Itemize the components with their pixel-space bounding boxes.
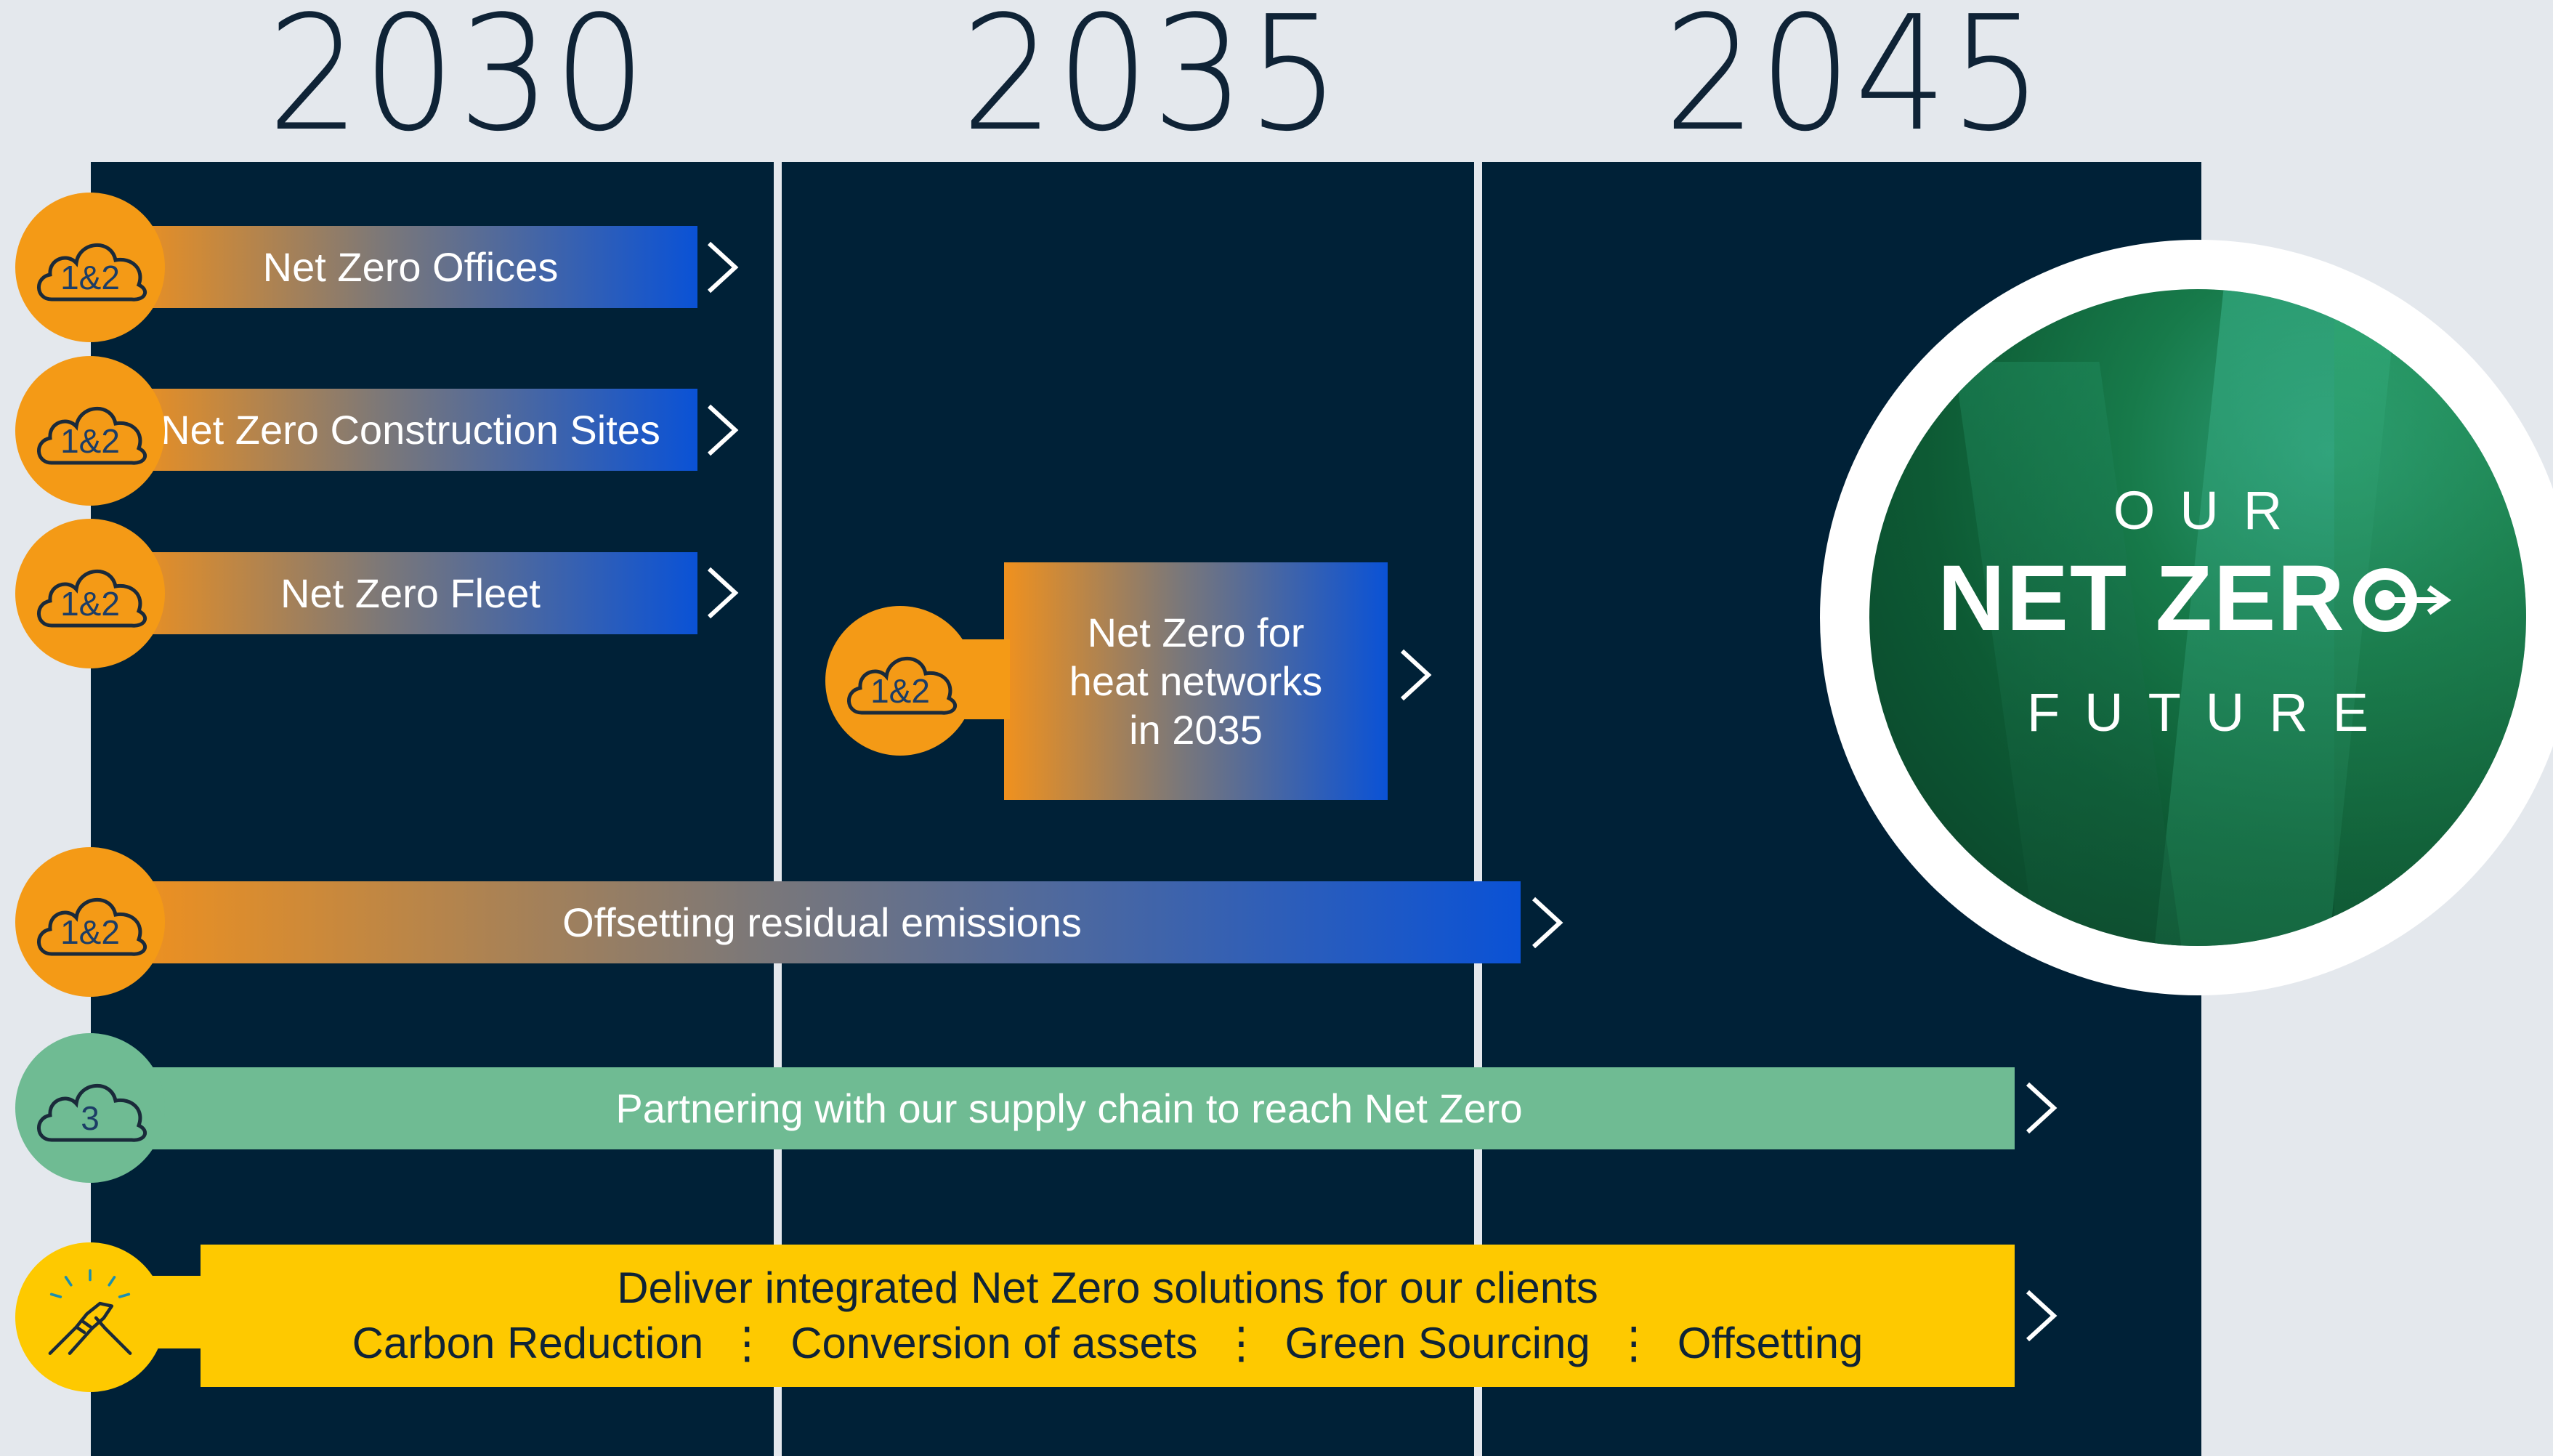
dotted-separator: ⋮ xyxy=(1611,1319,1656,1367)
badge-text: 1&2 xyxy=(60,913,120,951)
dotted-separator: ⋮ xyxy=(725,1319,769,1367)
clients-title: Deliver integrated Net Zero solutions fo… xyxy=(617,1263,1598,1312)
scope-badge: 1&2 xyxy=(15,847,165,997)
chevron-right-icon xyxy=(703,239,741,296)
year-2045: 2045 xyxy=(1664,0,2046,166)
chevron-right-icon xyxy=(703,402,741,458)
cloud-icon: 3 xyxy=(37,1083,147,1142)
cloud-icon: 1&2 xyxy=(37,406,147,465)
scope-badge: 1&2 xyxy=(15,193,165,342)
bar-client-solutions: Deliver integrated Net Zero solutions fo… xyxy=(201,1245,2015,1387)
chevron-right-icon xyxy=(1528,894,1566,951)
dotted-separator: ⋮ xyxy=(1219,1319,1263,1367)
net-zero-emblem: OUR NET ZER FUTURE xyxy=(1820,240,2553,995)
badge-text: 1&2 xyxy=(60,585,120,623)
bar-supply-chain: Partnering with our supply chain to reac… xyxy=(124,1067,2015,1149)
heat-line-2: heat networks xyxy=(1069,658,1323,704)
client-item: Offsetting xyxy=(1677,1319,1864,1367)
cloud-icon: 1&2 xyxy=(37,569,147,628)
building-shape xyxy=(1954,362,2192,946)
badge-text: 1&2 xyxy=(870,672,930,710)
chevron-right-icon xyxy=(703,565,741,621)
chevron-right-icon xyxy=(1396,647,1434,703)
clients-badge xyxy=(15,1242,165,1392)
emblem-line-net-zero: NET ZER xyxy=(1869,545,2526,652)
badge-text: 1&2 xyxy=(60,259,120,296)
divider-2035 xyxy=(1474,162,1482,1456)
cloud-icon: 1&2 xyxy=(37,897,147,956)
scope-badge: 1&2 xyxy=(825,606,975,756)
bar-net-zero-offices: Net Zero Offices xyxy=(124,226,697,308)
emblem-image: OUR NET ZER FUTURE xyxy=(1869,289,2526,946)
year-2030: 2030 xyxy=(267,0,650,166)
chevron-right-icon xyxy=(2022,1080,2060,1136)
chevron-right-icon xyxy=(2022,1287,2060,1344)
scope-badge: 3 xyxy=(15,1033,165,1183)
bar-offsetting-residual-emissions: Offsetting residual emissions xyxy=(124,881,1521,963)
bar-net-zero-construction-sites: Net Zero Construction Sites xyxy=(124,389,697,471)
timeline-panel xyxy=(91,162,2201,1456)
cloud-icon: 1&2 xyxy=(847,656,958,715)
bar-label: Offsetting residual emissions xyxy=(562,899,1082,945)
emblem-net-zer-text: NET ZER xyxy=(1938,546,2346,650)
heat-line-3: in 2035 xyxy=(1129,707,1263,753)
heat-networks-box: Net Zero for heat networks in 2035 xyxy=(1004,562,1388,800)
scope-badge: 1&2 xyxy=(15,519,165,668)
bar-net-zero-fleet: Net Zero Fleet xyxy=(124,552,697,634)
emblem-line-our: OUR xyxy=(2113,480,2307,541)
cloud-icon: 1&2 xyxy=(37,243,147,302)
bar-label: Net Zero Fleet xyxy=(280,570,541,616)
client-item: Green Sourcing xyxy=(1284,1319,1590,1367)
scope-badge: 1&2 xyxy=(15,356,165,506)
bar-label: Net Zero Construction Sites xyxy=(161,407,660,453)
emblem-line-future: FUTURE xyxy=(2026,682,2394,743)
bar-label: Partnering with our supply chain to reac… xyxy=(615,1085,1523,1131)
badge-text: 1&2 xyxy=(60,422,120,460)
heat-line-1: Net Zero for xyxy=(1087,610,1305,655)
building-shape xyxy=(2334,318,2526,946)
badge-text: 3 xyxy=(81,1099,100,1137)
o-arrow-icon xyxy=(2352,568,2451,632)
bar-label: Net Zero Offices xyxy=(262,244,559,290)
divider-2030 xyxy=(774,162,782,1456)
client-item: Carbon Reduction xyxy=(352,1319,704,1367)
clients-items: Carbon Reduction ⋮ Conversion of assets ⋮ Gr… xyxy=(352,1316,1864,1371)
client-item: Conversion of assets xyxy=(790,1319,1198,1367)
handshake-icon xyxy=(48,1269,132,1355)
year-2035: 2035 xyxy=(961,0,1343,166)
